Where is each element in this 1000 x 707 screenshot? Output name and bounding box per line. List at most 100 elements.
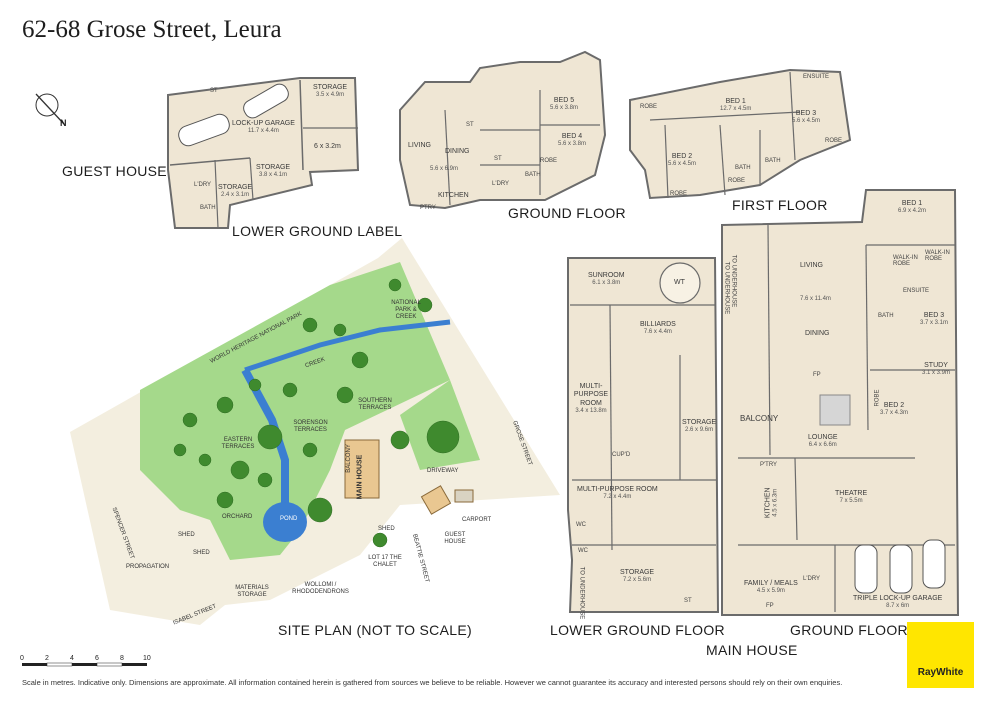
site-shed-2: SHED [193,550,210,556]
room-label: ST [210,88,218,94]
scale-tick: 6 [95,655,99,662]
site-shed-3: SHED [378,526,395,532]
scale-tick: 2 [45,655,49,662]
room-living: LIVING [408,142,431,149]
raywhite-logo: RayWhite [907,622,974,688]
site-guest-house: GUEST HOUSE [444,532,466,545]
room-label: BATH [765,158,781,164]
room-6x3: 6 x 3.2m [314,143,341,150]
page-title: 62-68 Grose Street, Leura [22,16,282,43]
room-label: ROBE [640,104,658,110]
compass-icon [35,93,65,125]
scale-bar [22,662,147,667]
room-label: WALK-IN ROBE [893,255,918,267]
room-living-main: LIVING [800,262,823,269]
room-label: ROBE [670,191,688,197]
room-dining: DINING [445,148,470,155]
room-label: ST [684,598,692,604]
room-label: ROBE [540,158,558,164]
room-label: BATH [525,172,541,178]
site-orchard: ORCHARD [222,514,253,520]
room-label: ROBE [728,178,746,184]
room-label: ENSUITE [803,74,830,80]
room-label: TO UNDERHOUSE [578,566,585,620]
site-wollomi: WOLLOMI / RHODODENDRONS [292,582,349,595]
site-shed-1: SHED [178,532,195,538]
room-balcony: BALCONY [740,414,779,423]
room-label: FP [766,603,774,609]
room-label: ENSUITE [903,288,930,294]
site-eastern-terraces: EASTERN TERRACES [221,437,255,450]
guest-ground-plan [399,50,607,210]
room-label: WC [578,548,588,554]
disclaimer: Scale in metres. Indicative only. Dimens… [22,678,843,687]
scale-tick: 4 [70,655,74,662]
room-label: L'DRY [492,181,510,187]
room-kitchen: KITCHEN [438,192,469,199]
scale-labels: 0 2 4 6 8 10 [0,655,200,665]
room-wt: WT [674,279,685,286]
site-propagation: PROPAGATION [126,564,170,570]
guest-first-plan [629,68,852,200]
room-living-main-dim: 7.6 x 11.4m [800,296,831,302]
room-label: WC [576,522,586,528]
site-main-house: MAIN HOUSE [356,454,364,500]
site-sorenson-terraces: SORENSON TERRACES [293,420,328,433]
label-site-plan: SITE PLAN (NOT TO SCALE) [278,622,472,638]
room-label: TO UNDERHOUSE [730,254,737,308]
label-lower-ground: LOWER GROUND LABEL [232,223,403,239]
site-materials-storage: MATERIALS STORAGE [235,585,269,598]
site-national-park: NATIONAL PARK & CREEK [391,300,421,320]
label-guest-house: GUEST HOUSE [62,163,167,179]
main-lower-ground-plan [567,257,720,613]
brand-name: RayWhite [917,667,964,678]
site-plan [70,238,560,625]
site-southern-terraces: SOUTHERN TERRACES [358,398,392,411]
site-balcony: BALCONY [345,444,352,473]
label-main-house: MAIN HOUSE [706,642,798,658]
room-label: TO UNDERHOUSE [723,261,730,315]
room-label: WALK-IN ROBE [925,250,950,262]
room-dining-main: DINING [805,330,830,337]
room-label: ST [494,156,502,162]
label-ground-floor-main: GROUND FLOOR [790,622,908,638]
room-label: ST [466,122,474,128]
site-pond: POND [280,516,298,522]
room-label: CUP'D [612,452,631,458]
water-tank-icon [659,262,701,304]
label-lower-ground-floor: LOWER GROUND FLOOR [550,622,725,638]
room-label: P'TRY [760,462,778,468]
site-driveway: DRIVEWAY [427,468,459,474]
room-label: L'DRY [194,182,212,188]
room-label: BATH [735,165,751,171]
scale-tick: 8 [120,655,124,662]
room-label: FP [813,372,821,378]
room-label: PTRY [420,205,436,211]
room-label: BATH [878,313,894,319]
car-icons [178,83,289,147]
compass-north-label: N [60,118,67,128]
